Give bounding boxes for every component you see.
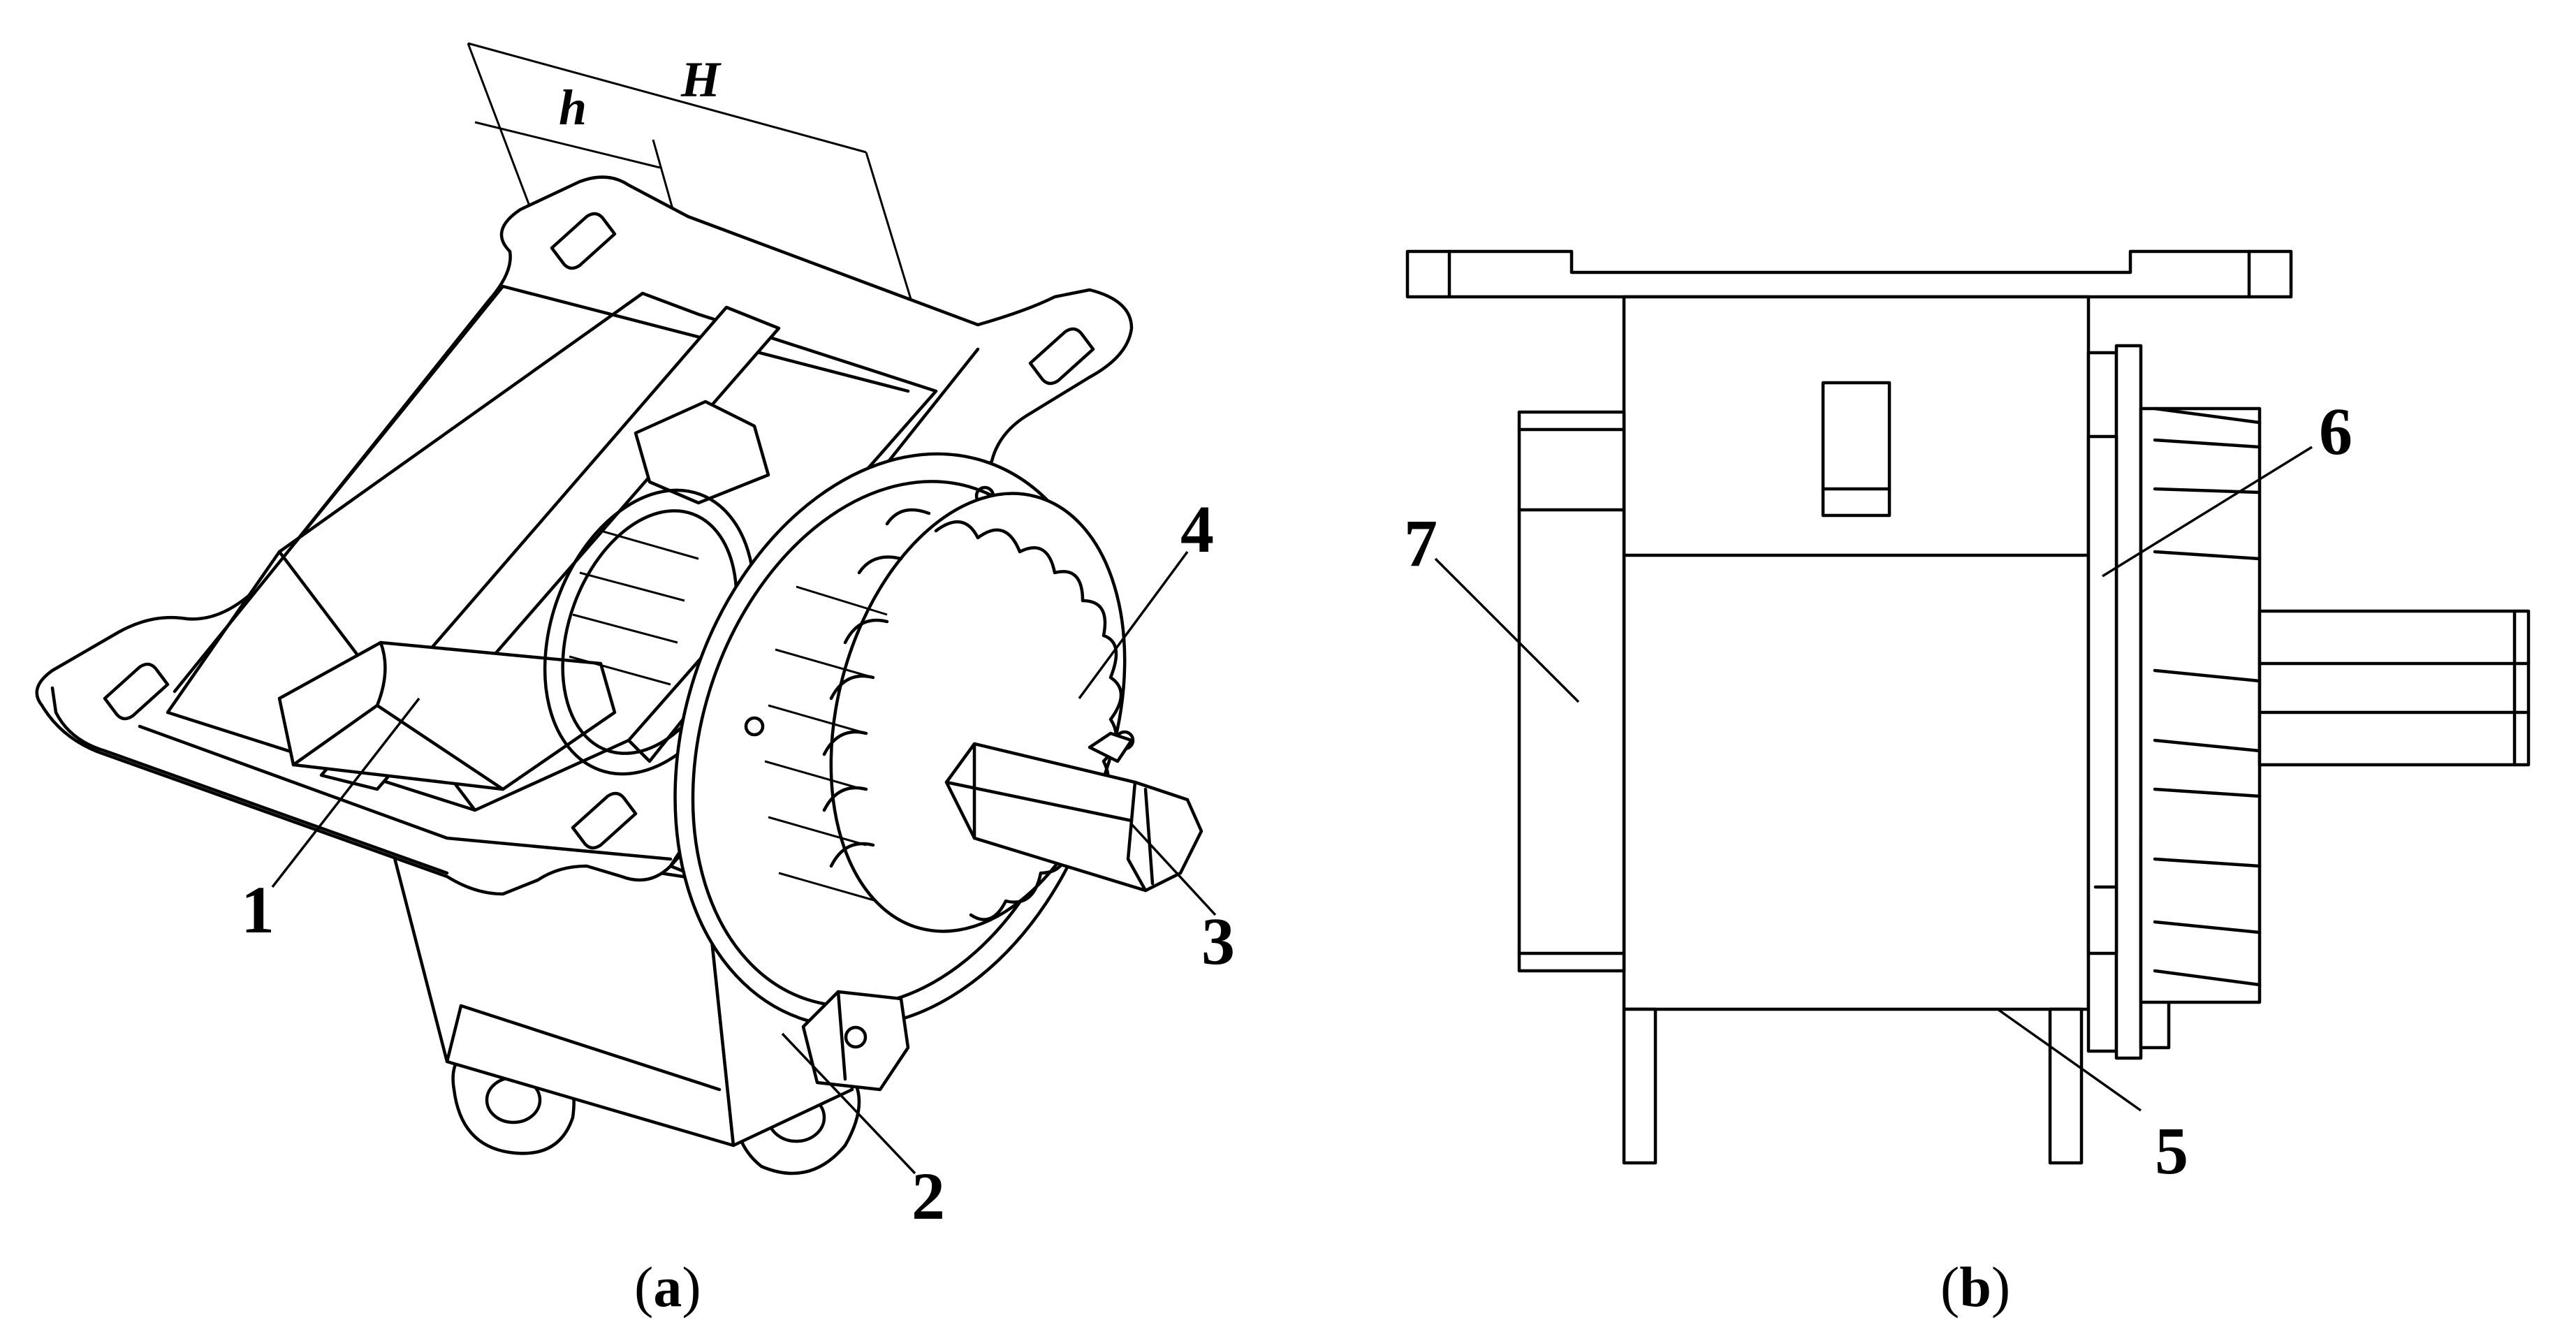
callout-3: 3 xyxy=(1201,904,1235,978)
callout-5: 5 xyxy=(2155,1113,2188,1188)
panel-a-drawing: h H xyxy=(35,42,1235,1233)
shaft-key xyxy=(1088,731,1134,763)
panel-b-leaders xyxy=(1434,446,2313,1112)
caption-a: (a) xyxy=(634,1255,701,1319)
panel-a-leaders xyxy=(271,550,1217,1175)
left-cover-part-7 xyxy=(1517,410,1626,973)
housing-part-5 xyxy=(1622,295,2091,1165)
paddle-part-1 xyxy=(277,640,617,791)
dimension-h-label: h xyxy=(559,80,587,135)
callout-2: 2 xyxy=(912,1159,945,1233)
callout-1: 1 xyxy=(241,872,275,947)
callout-7: 7 xyxy=(1404,506,1437,580)
callout-6: 6 xyxy=(2319,394,2352,469)
rotor-fins xyxy=(2153,406,2262,987)
dimension-H-label: H xyxy=(680,52,722,108)
flange-slots xyxy=(103,212,1095,850)
panel-b-drawing: 5 6 7 xyxy=(1404,249,2531,1188)
callout-4: 4 xyxy=(1180,492,1214,566)
clamp xyxy=(801,990,910,1092)
upper-paddle xyxy=(634,400,770,505)
right-flange-part-6 xyxy=(2086,344,2531,1060)
caption-b: (b) xyxy=(1940,1255,2010,1319)
top-mounting-plate xyxy=(1405,249,2293,299)
hex-shaft-part-3 xyxy=(944,742,1203,893)
